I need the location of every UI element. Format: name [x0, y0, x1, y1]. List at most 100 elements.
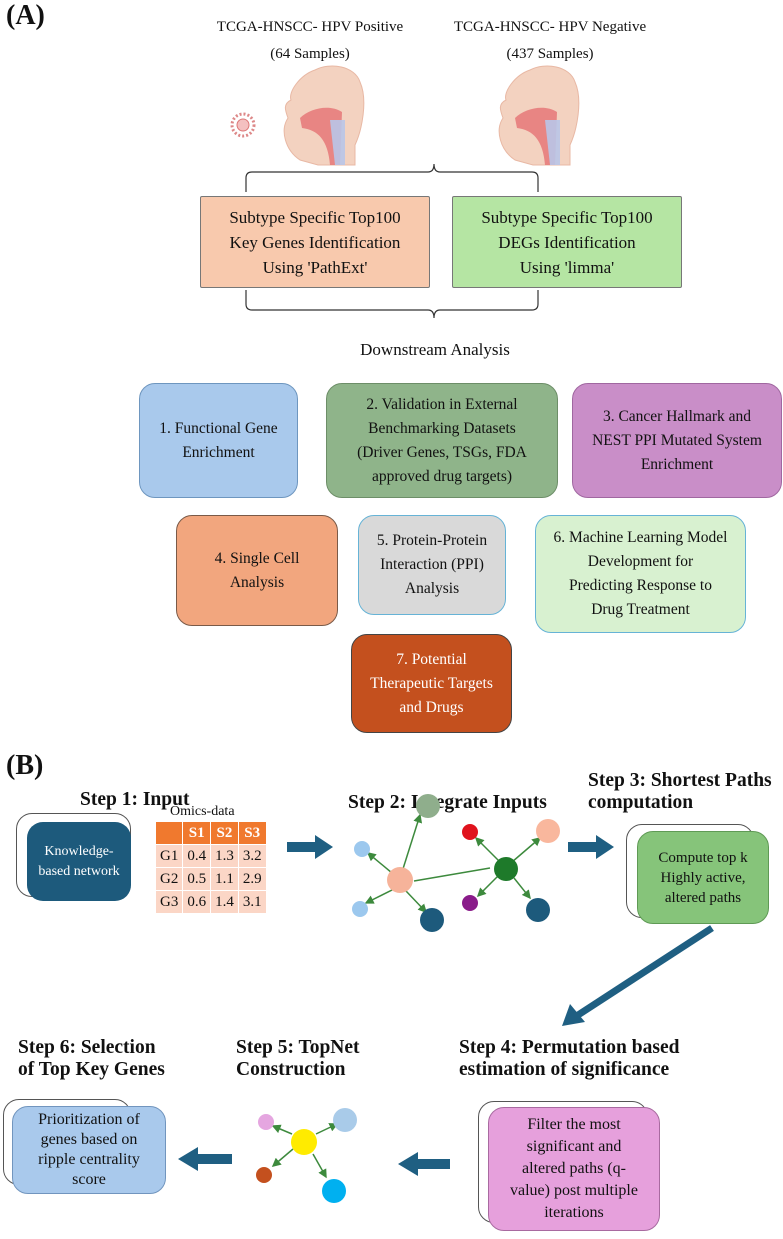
step-1-title: Step 1: Input — [80, 789, 190, 810]
graph-node — [420, 908, 444, 932]
table-row: G2 0.5 1.1 2.9 — [156, 867, 267, 891]
topnet-graph — [256, 1108, 357, 1203]
analysis-5-line-1: 5. Protein-Protein — [376, 532, 488, 549]
table-row: G1 0.4 1.3 3.2 — [156, 844, 267, 868]
omics-cell: 1.1 — [210, 867, 239, 891]
omics-cell: 1.4 — [210, 890, 239, 913]
omics-cell: G3 — [156, 890, 184, 913]
graph-node — [536, 819, 560, 843]
analysis-6-line-3: Predicting Response to — [569, 577, 712, 594]
analysis-6-line-1: 6. Machine Learning Model — [553, 529, 728, 546]
pathext-line-1: Subtype Specific Top100 — [229, 207, 401, 227]
top-brace — [245, 163, 539, 192]
analysis-4-line-1: 4. Single Cell — [214, 549, 300, 567]
graph-node — [256, 1167, 272, 1183]
hpv-negative-samples: (437 Samples) — [506, 46, 594, 62]
step-3-title: Step 3: Shortest Paths computation — [588, 770, 772, 814]
graph-node — [462, 895, 478, 911]
omics-cell: G1 — [156, 844, 184, 868]
bottom-brace-layer — [245, 290, 539, 319]
step-4-line-4: value) post multiple — [510, 1182, 638, 1199]
step-4-line-3: altered paths (q- — [522, 1160, 626, 1177]
omics-header-cell: S2 — [210, 822, 239, 845]
step-6-title: Step 6: Selection of Top Key Genes — [18, 1037, 165, 1081]
head-illustrations — [230, 65, 580, 192]
step-4-line-1: Filter the most — [527, 1116, 621, 1133]
step-3-line-3: altered paths — [664, 889, 742, 906]
step-3-title-line-2: computation — [588, 792, 694, 813]
limma-box: Subtype Specific Top100 DEGs Identificat… — [452, 196, 682, 288]
hpv-positive-header: TCGA-HNSCC- HPV Positive (64 Samples) — [180, 16, 440, 65]
pathext-line-2: Key Genes Identification — [229, 232, 401, 252]
graph-node — [416, 794, 440, 818]
functional-gene-enrichment-box: 1. Functional Gene Enrichment — [139, 383, 298, 498]
analysis-5-line-3: Analysis — [404, 580, 460, 597]
graph-node — [387, 867, 413, 893]
step-6-line-4: score — [72, 1171, 106, 1188]
pathext-line-3: Using 'PathExt' — [262, 257, 368, 277]
downstream-analysis-title: Downstream Analysis — [360, 340, 510, 359]
step-4-line-5: iterations — [544, 1204, 604, 1221]
omics-header-row: S1 S2 S3 — [156, 822, 267, 845]
step-2-title: Step 2: Integrate Inputs — [348, 792, 547, 813]
step-4-card: Filter the most significant and altered … — [488, 1107, 660, 1231]
hpv-positive-title: TCGA-HNSCC- HPV Positive — [216, 19, 404, 35]
step-3-card: Compute top k Highly active, altered pat… — [637, 831, 769, 924]
single-cell-box: 4. Single Cell Analysis — [176, 515, 338, 626]
omics-cell: 2.9 — [238, 867, 267, 891]
step-3-line-1: Compute top k — [658, 849, 748, 866]
analysis-4-line-2: Analysis — [229, 573, 285, 591]
analysis-2-line-3: (Driver Genes, TSGs, FDA — [357, 443, 527, 461]
step-5-title: Step 5: TopNet Construction — [236, 1037, 360, 1081]
analysis-6-line-2: Development for — [587, 553, 694, 570]
graph-node — [291, 1129, 317, 1155]
knowledge-line-2: based network — [38, 863, 120, 879]
omics-cell: 0.4 — [182, 844, 212, 868]
hpv-negative-header: TCGA-HNSCC- HPV Negative (437 Samples) — [420, 16, 680, 65]
limma-line-3: Using 'limma' — [519, 257, 615, 277]
hpv-virus-icon — [230, 112, 256, 138]
limma-line-2: DEGs Identification — [498, 232, 636, 252]
analysis-1-line-2: Enrichment — [182, 443, 255, 461]
step-4-title: Step 4: Permutation based estimation of … — [459, 1037, 679, 1081]
step-6-title-line-1: Step 6: Selection — [18, 1037, 156, 1058]
step-6-title-line-2: of Top Key Genes — [18, 1059, 165, 1080]
step-6-line-3: ripple centrality — [38, 1151, 140, 1168]
step-4-title-line-2: estimation of significance — [459, 1059, 670, 1080]
analysis-6-line-4: Drug Treatment — [591, 601, 690, 618]
omics-header-cell: S1 — [182, 822, 212, 845]
analysis-3-line-2: NEST PPI Mutated System — [592, 431, 762, 449]
head-profile-right-icon — [498, 65, 580, 166]
external-validation-box: 2. Validation in External Benchmarking D… — [326, 383, 558, 498]
knowledge-network-card: Knowledge- based network — [27, 822, 131, 901]
analysis-7-line-1: 7. Potential — [396, 650, 467, 668]
analysis-7-line-2: Therapeutic Targets — [370, 674, 493, 692]
omics-cell: 3.1 — [238, 890, 267, 913]
omics-cell: 3.2 — [238, 844, 267, 868]
step-6-line-2: genes based on — [40, 1131, 138, 1148]
graph-node — [354, 841, 370, 857]
analysis-3-line-3: Enrichment — [640, 455, 714, 473]
limma-line-1: Subtype Specific Top100 — [481, 207, 653, 227]
step-4-title-line-1: Step 4: Permutation based — [459, 1037, 680, 1058]
omics-header-cell — [156, 822, 184, 845]
ppi-box: 5. Protein-Protein Interaction (PPI) Ana… — [358, 515, 506, 615]
therapeutic-targets-box: 7. Potential Therapeutic Targets and Dru… — [351, 634, 512, 733]
omics-cell: 0.5 — [182, 867, 212, 891]
hpv-negative-title: TCGA-HNSCC- HPV Negative — [453, 19, 647, 35]
ml-model-box: 6. Machine Learning Model Development fo… — [535, 515, 746, 633]
knowledge-line-1: Knowledge- — [44, 843, 114, 859]
analysis-2-line-1: 2. Validation in External — [366, 395, 518, 413]
analysis-7-line-3: and Drugs — [399, 698, 464, 716]
analysis-5-line-2: Interaction (PPI) — [380, 556, 484, 573]
step-6-line-1: Prioritization of — [38, 1111, 140, 1128]
omics-table: S1 S2 S3 G1 0.4 1.3 3.2 G2 0.5 1.1 2.9 G… — [156, 822, 267, 913]
flow-arrow-step4-to-step5 — [398, 1152, 450, 1176]
step-6-card: Prioritization of genes based on ripple … — [12, 1106, 166, 1194]
step-5-title-line-2: Construction — [236, 1059, 346, 1080]
omics-cell: 1.3 — [210, 844, 239, 868]
cancer-hallmark-box: 3. Cancer Hallmark and NEST PPI Mutated … — [572, 383, 782, 498]
graph-node — [462, 824, 478, 840]
flow-arrow-step1-to-step2 — [287, 835, 333, 859]
